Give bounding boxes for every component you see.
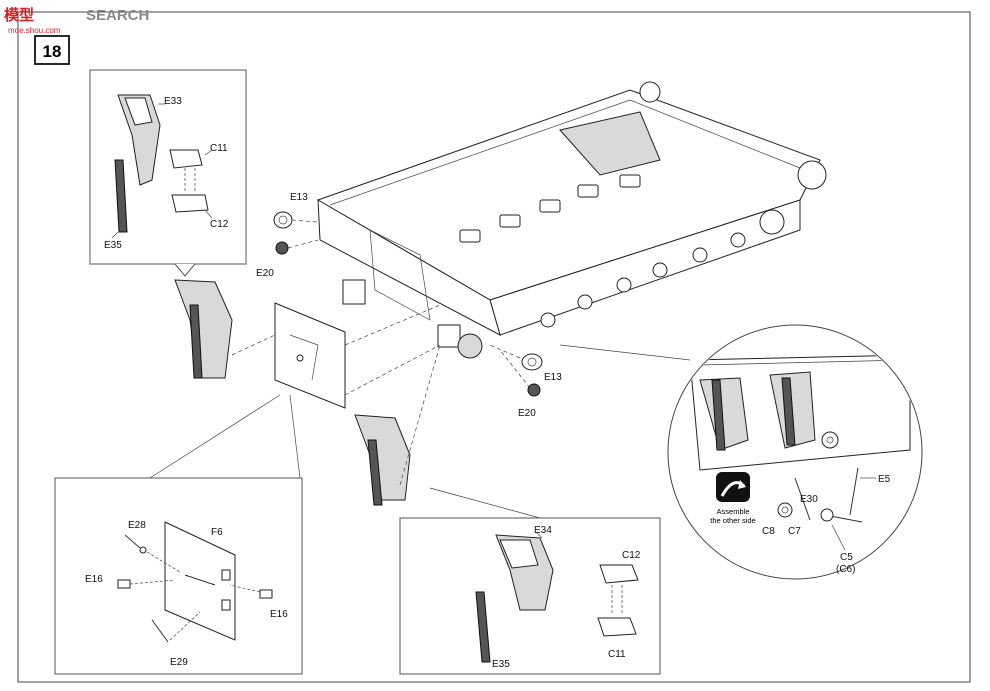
watermark-url: moe.shou.com: [8, 26, 61, 35]
watermark: 模型 SEARCH moe.shou.com: [4, 6, 149, 35]
label-c7: C7: [788, 526, 801, 537]
inset-bottom-middle: E34 C12 C11 E35: [399, 517, 661, 675]
part-e28: [124, 534, 141, 549]
label-e16-left: E16: [85, 574, 103, 585]
label-e13-top: E13: [290, 192, 308, 203]
part-e5: [849, 467, 859, 516]
hull-assembly: [316, 81, 827, 359]
part-e35-middle: [475, 591, 491, 663]
part-e20-top: [275, 241, 289, 255]
label-c6: (C6): [836, 564, 855, 575]
label-c5: C5: [840, 552, 853, 563]
part-c12-middle: [599, 564, 639, 584]
assemble-text-line2: the other side: [710, 516, 755, 525]
label-c12: C12: [210, 219, 229, 230]
circle-detail: Assemble the other side E5 E30 C8 C7 C5 …: [559, 324, 923, 580]
watermark-brand-right: SEARCH: [86, 7, 149, 24]
assemble-text-line1: Assemble: [717, 507, 750, 516]
suspension-arm-left: [174, 279, 276, 379]
label-e29: E29: [170, 657, 188, 668]
page-border: [17, 11, 971, 683]
label-e13-bottom: E13: [544, 372, 562, 383]
label-e34: E34: [534, 525, 552, 536]
label-f6: F6: [211, 527, 223, 538]
assemble-other-side-badge: Assemble the other side: [710, 472, 756, 525]
part-e16-right: [259, 589, 273, 599]
part-e16-left: [117, 579, 131, 589]
part-e13-top: [273, 211, 293, 229]
front-panel: [274, 302, 441, 409]
part-c11-middle: [597, 617, 637, 637]
part-e29: [151, 619, 169, 643]
inset-bottom-left: E28 F6 E16 E16 E29: [54, 477, 303, 675]
suspension-mounts: [459, 174, 641, 243]
main-small-parts: E13 E20 E13 E20: [256, 192, 562, 419]
step-number: 18: [43, 42, 62, 61]
suspension-arm-middle: [354, 344, 441, 506]
label-c11-middle: C11: [608, 649, 626, 660]
part-e13-bottom: [521, 353, 543, 371]
label-e33: E33: [164, 96, 182, 107]
label-e16-right: E16: [270, 609, 288, 620]
label-e5: E5: [878, 474, 891, 485]
label-e35-middle: E35: [492, 659, 510, 670]
part-c11: [169, 149, 203, 169]
part-c12: [171, 194, 209, 213]
inset-top-left: E33 C11 C12 E35: [89, 69, 247, 277]
label-c12-middle: C12: [622, 550, 641, 561]
label-e20-top: E20: [256, 268, 274, 279]
label-e28: E28: [128, 520, 146, 531]
part-e35: [114, 159, 128, 233]
label-e35: E35: [104, 240, 122, 251]
part-e20-bottom: [527, 383, 541, 397]
hull-side-ports: [540, 232, 746, 328]
watermark-brand-left: 模型: [4, 6, 34, 24]
label-e20-bottom: E20: [518, 408, 536, 419]
label-c8: C8: [762, 526, 775, 537]
label-e30: E30: [800, 494, 818, 505]
label-c11: C11: [210, 143, 228, 154]
part-e30: [794, 477, 811, 521]
step-number-box: 18: [34, 35, 70, 65]
part-c7: [777, 502, 793, 518]
